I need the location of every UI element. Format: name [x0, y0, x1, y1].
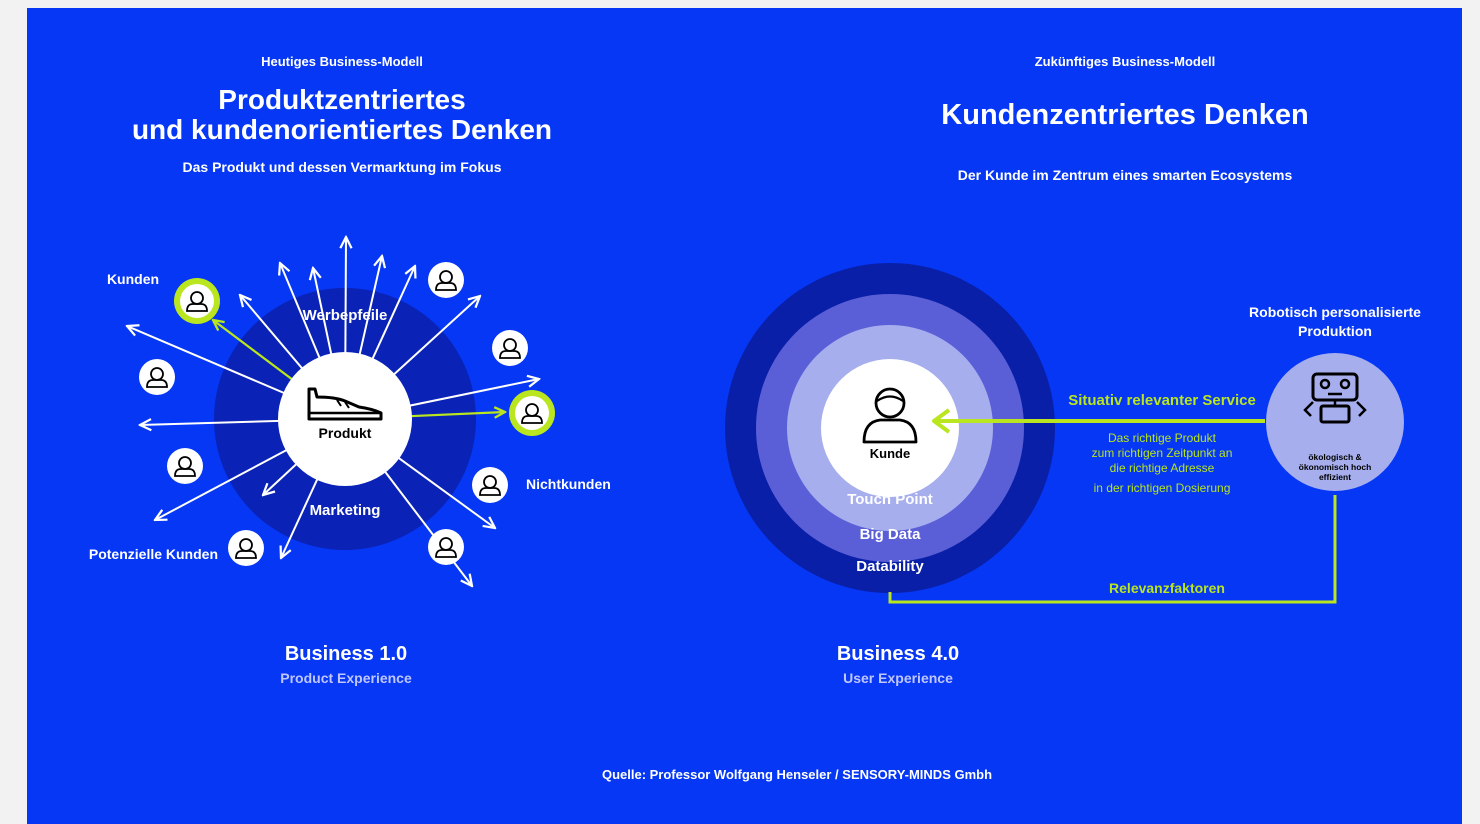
left-title-line1: Produktzentriertes [218, 84, 465, 115]
robot-text-line3: effizient [1319, 472, 1351, 482]
werbepfeile-label: Werbepfeile [303, 307, 388, 324]
service-desc-line4: in der richtigen Dosierung [1094, 481, 1231, 495]
service-desc-line3: die richtige Adresse [1110, 461, 1215, 475]
avatar [167, 448, 203, 484]
avatar [139, 359, 175, 395]
right-kicker: Zukünftiges Business-Modell [1035, 54, 1216, 69]
service-label: Situativ relevanter Service [1068, 392, 1256, 409]
potenzielle-kunden-label: Potenzielle Kunden [89, 546, 218, 562]
avatar-nichtkunden [472, 467, 508, 503]
kunden-label: Kunden [107, 271, 159, 287]
produkt-label: Produkt [319, 425, 372, 441]
robot-text-line2: ökonomisch hoch [1299, 462, 1372, 472]
left-subtitle: Das Produkt und dessen Vermarktung im Fo… [183, 159, 502, 175]
sneaker-icon [307, 387, 383, 421]
service-desc-line2: zum richtigen Zeitpunkt an [1092, 446, 1233, 460]
marketing-label: Marketing [310, 502, 381, 519]
kunde-label: Kunde [870, 446, 910, 461]
left-kicker: Heutiges Business-Modell [261, 54, 423, 69]
business-model-diagram: Heutiges Business-Modell Produktzentrier… [89, 54, 1421, 782]
person-icon [862, 387, 918, 444]
big-data-label: Big Data [860, 526, 922, 543]
right-subtitle: Der Kunde im Zentrum eines smarten Ecosy… [958, 167, 1293, 183]
datability-label: Datability [856, 558, 924, 575]
avatar-potenzielle-kunden [228, 530, 264, 566]
robot-title-line2: Produktion [1298, 323, 1372, 339]
avatar [428, 529, 464, 565]
robot-title-line1: Robotisch personalisierte [1249, 304, 1421, 320]
product-experience-label: Product Experience [280, 670, 412, 686]
avatar [428, 262, 464, 298]
right-title: Kundenzentriertes Denken [941, 99, 1308, 131]
avatar [492, 330, 528, 366]
robot-text-line1: ökologisch & [1308, 452, 1361, 462]
business-4-label: Business 4.0 [837, 643, 959, 665]
nichtkunden-label: Nichtkunden [526, 476, 611, 492]
robot-icon [1303, 372, 1367, 424]
left-title-line2: und kundenorientiertes Denken [132, 114, 552, 145]
relevanz-connector [888, 495, 1337, 604]
relevanzfaktoren-label: Relevanzfaktoren [1109, 580, 1225, 596]
touch-point-label: Touch Point [847, 491, 933, 508]
service-desc-line1: Das richtige Produkt [1108, 431, 1217, 445]
avatar-kunden [174, 278, 220, 324]
infographic-panel: Heutiges Business-Modell Produktzentrier… [27, 8, 1462, 824]
business-1-label: Business 1.0 [285, 643, 407, 665]
user-experience-label: User Experience [843, 670, 953, 686]
source-caption: Quelle: Professor Wolfgang Henseler / SE… [602, 767, 992, 782]
kunde-circle [821, 359, 959, 497]
avatar-highlighted [509, 390, 555, 436]
service-arrow-head [932, 408, 951, 434]
